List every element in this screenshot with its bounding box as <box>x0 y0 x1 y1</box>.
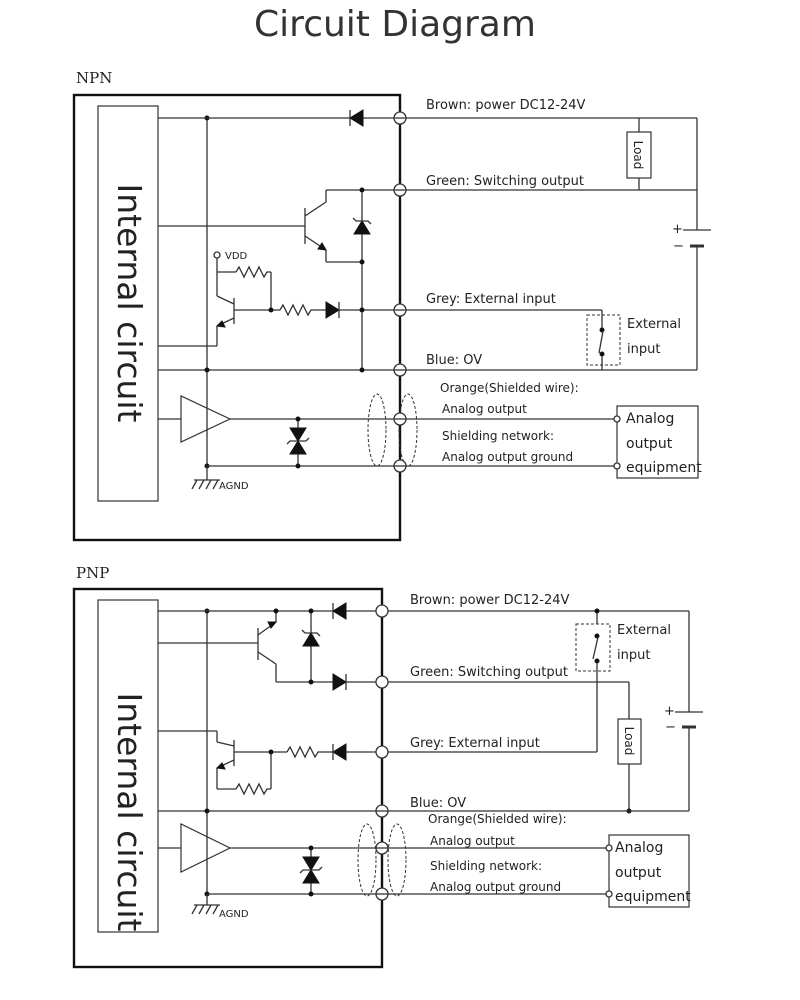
pnp-internal-circuit-label: Internal circuit <box>110 693 149 932</box>
pnp-grey-wire-label: Grey: External input <box>410 736 540 751</box>
npn-internal-circuit-label: Internal circuit <box>110 184 149 423</box>
pnp-diagram: PNP Internal circuit Brown: power DC12-2… <box>72 564 703 969</box>
pnp-output-diode-icon <box>332 673 347 691</box>
npn-battery-plus: + <box>672 222 683 237</box>
npn-green-wire-label: Green: Switching output <box>426 174 584 189</box>
pnp-agnd-label: AGND <box>219 909 249 920</box>
npn-blue-wire-label: Blue: OV <box>426 353 482 368</box>
pnp-analog-equipment-label-2: output <box>615 865 662 881</box>
npn-agnd-icon <box>191 466 220 490</box>
npn-orange-sub: Analog output <box>442 402 527 416</box>
pnp-analog-equipment-label-1: Analog <box>615 840 663 856</box>
npn-shield-left-icon <box>367 393 387 467</box>
pnp-output-transistor-icon <box>257 621 278 665</box>
pnp-analog-equipment-label-3: equipment <box>615 889 691 905</box>
pnp-shield-left-icon <box>357 823 377 897</box>
npn-analog-tvs-diode-icon <box>286 427 310 455</box>
npn-battery-icon <box>683 229 711 248</box>
npn-diagram: NPN Internal circuit Brown: power DC12-2… <box>72 69 711 542</box>
npn-analog-equipment-box <box>616 405 699 479</box>
pnp-input-resistor-icon <box>286 745 333 759</box>
npn-terminals <box>393 111 407 473</box>
pnp-brown-wire-label: Brown: power DC12-24V <box>410 593 569 608</box>
npn-analog-equipment-label-3: equipment <box>626 460 702 476</box>
npn-input-diode-icon <box>325 301 340 319</box>
pnp-analog-tvs-diode-icon <box>299 856 323 884</box>
pnp-section-label: PNP <box>76 564 109 582</box>
npn-pullup-resistor-icon <box>235 265 271 279</box>
pnp-power-diode-icon <box>332 602 347 620</box>
npn-analog-equipment-label-2: output <box>626 436 673 452</box>
pnp-external-input-label-2: input <box>617 648 650 663</box>
pnp-battery-plus: + <box>664 704 675 719</box>
pnp-output-tvs-diode-icon <box>301 629 321 647</box>
pnp-shield-sub: Analog output ground <box>430 880 561 894</box>
page-title: Circuit Diagram <box>254 4 536 45</box>
npn-shield-title: Shielding network: <box>442 429 554 443</box>
pnp-analog-amplifier-icon <box>180 823 232 873</box>
npn-shield-right-icon <box>398 393 418 467</box>
pnp-analog-equipment-box <box>608 834 690 908</box>
npn-brown-wire-label: Brown: power DC12-24V <box>426 98 585 113</box>
npn-power-diode-icon <box>349 109 364 127</box>
pnp-orange-title: Orange(Shielded wire): <box>428 812 567 826</box>
pnp-shield-title: Shielding network: <box>430 859 542 873</box>
npn-analog-equipment-label-1: Analog <box>626 411 674 427</box>
npn-output-transistor-icon <box>304 201 327 251</box>
pnp-external-input-switch <box>575 623 611 672</box>
pnp-terminals <box>375 604 389 901</box>
pnp-internal-circuit-block <box>97 599 159 933</box>
pnp-shield-right-icon <box>387 823 407 897</box>
npn-analog-amplifier-icon <box>180 395 232 443</box>
pnp-blue-wire-label: Blue: OV <box>410 796 466 811</box>
npn-shield-sub: Analog output ground <box>442 450 573 464</box>
npn-battery-minus: − <box>673 239 684 254</box>
pnp-input-transistor-icon <box>215 740 235 770</box>
npn-load-label: Load <box>631 141 645 170</box>
npn-external-input-label-1: External <box>627 317 681 332</box>
pnp-orange-sub: Analog output <box>430 834 515 848</box>
npn-section-label: NPN <box>76 69 112 87</box>
pnp-load-label: Load <box>622 727 636 756</box>
pnp-battery-minus: − <box>665 720 676 735</box>
npn-vdd-label: VDD <box>225 251 248 262</box>
npn-internal-circuit-block <box>97 105 159 502</box>
npn-external-input-switch <box>586 314 621 366</box>
pnp-battery-icon <box>675 711 703 729</box>
npn-grey-wire-label: Grey: External input <box>426 292 556 307</box>
pnp-pulldown-resistor-icon <box>235 782 271 796</box>
npn-input-resistor-icon <box>279 303 326 317</box>
npn-sensor-housing <box>72 93 402 542</box>
pnp-green-wire-label: Green: Switching output <box>410 665 568 680</box>
pnp-external-input-label-1: External <box>617 623 671 638</box>
npn-input-transistor-icon <box>215 295 235 328</box>
pnp-agnd-icon <box>191 894 220 915</box>
pnp-input-diode-icon <box>332 743 347 761</box>
npn-output-tvs-diode-icon <box>352 217 372 235</box>
npn-agnd-label: AGND <box>219 481 249 492</box>
npn-orange-title: Orange(Shielded wire): <box>440 381 579 395</box>
pnp-sensor-housing <box>72 587 384 969</box>
npn-external-input-label-2: input <box>627 342 660 357</box>
